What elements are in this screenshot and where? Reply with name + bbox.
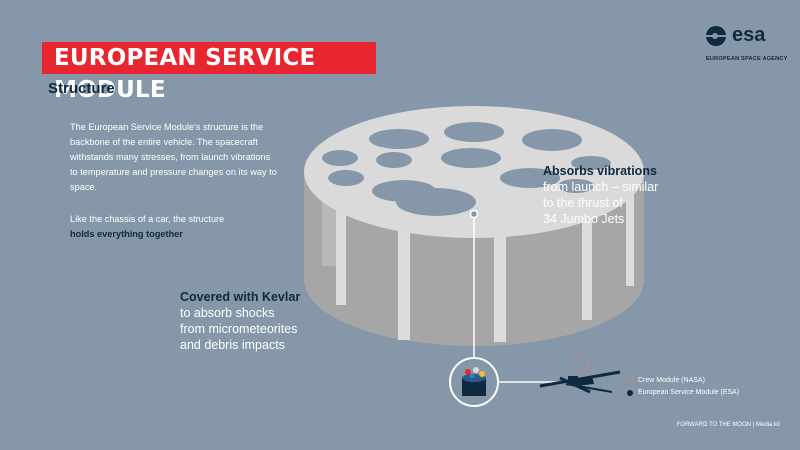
deck-hole xyxy=(322,150,358,166)
vibrations-line1: from launch – similar xyxy=(543,180,659,194)
intro-paragraph: The European Service Module's structure … xyxy=(70,122,277,192)
esm-legend-icon xyxy=(627,390,633,396)
chassis-bold-text: holds everything together xyxy=(70,229,183,239)
callout-dot xyxy=(469,209,479,219)
deck-hole xyxy=(376,152,412,168)
deck-hole xyxy=(396,188,476,216)
deck-hole xyxy=(558,179,594,193)
strut xyxy=(494,230,506,342)
kevlar-heading: Covered with Kevlar xyxy=(180,290,301,304)
esa-logo xyxy=(702,20,782,70)
kevlar-line3: and debris impacts xyxy=(180,338,285,352)
deck-hole xyxy=(522,129,582,151)
kevlar-line2: from micrometeorites xyxy=(180,322,298,336)
deck-hole xyxy=(571,156,611,170)
vibrations-callout: Absorbs vibrations from launch – similar… xyxy=(543,163,658,227)
side-panel xyxy=(322,196,336,266)
module-inset-body xyxy=(462,378,486,396)
crew-module-legend-icon xyxy=(626,377,634,385)
vibrations-heading: Absorbs vibrations xyxy=(543,164,657,178)
deck-hole xyxy=(444,122,504,142)
strut xyxy=(582,212,592,320)
chassis-paragraph: Like the chassis of a car, the structure… xyxy=(70,212,280,242)
strut xyxy=(336,205,346,305)
section-subtitle: Structure xyxy=(48,80,115,97)
esa-logo-icon xyxy=(704,26,730,46)
deck-hole xyxy=(328,170,364,186)
strut xyxy=(626,190,634,286)
module-inset-tank xyxy=(465,369,471,375)
legend-service-module: European Service Module (ESA) xyxy=(638,389,740,396)
module-inset-tank xyxy=(479,371,485,377)
spacecraft-icon xyxy=(539,356,621,394)
kevlar-line1: to absorb shocks xyxy=(180,306,275,320)
deck-hole xyxy=(441,148,501,168)
legend-crew-module: Crew Module (NASA) xyxy=(638,377,705,384)
vibrations-line2: to the thrust of xyxy=(543,196,623,210)
esa-logo-subtext: EUROPEAN SPACE AGENCY xyxy=(706,56,788,62)
esa-logo-text: esa xyxy=(732,24,766,46)
module-inset-tank xyxy=(469,373,475,379)
chassis-text: Like the chassis of a car, the structure xyxy=(70,214,225,224)
vibrations-line3: 34 Jumbo Jets xyxy=(543,212,625,226)
kevlar-callout: Covered with Kevlar to absorb shocks fro… xyxy=(180,289,300,353)
module-inset-tank xyxy=(473,367,479,373)
deck-hole xyxy=(500,168,560,188)
footer-text: FORWARD TO THE MOON | Media kit xyxy=(676,422,780,428)
strut xyxy=(398,230,410,340)
deck-hole xyxy=(369,129,429,149)
page-title: EUROPEAN SERVICE MODULE xyxy=(42,42,376,103)
